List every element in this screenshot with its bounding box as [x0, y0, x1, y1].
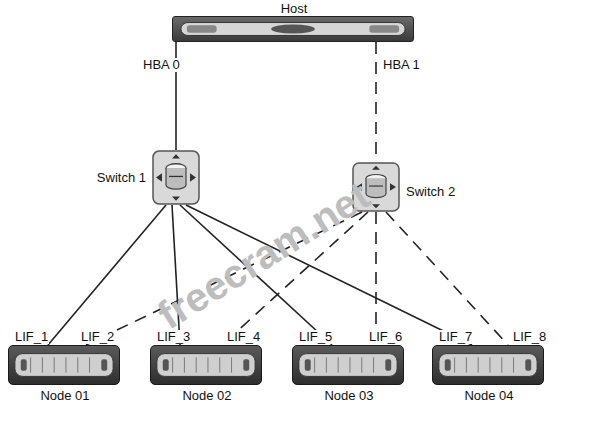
server-icon	[293, 346, 403, 384]
server-icon	[9, 346, 119, 384]
node-label: Node 02	[182, 388, 231, 403]
host-icon	[173, 17, 413, 41]
solid-link	[48, 205, 166, 345]
node-label: Switch 1	[97, 170, 146, 185]
node-label: Node 03	[324, 388, 373, 403]
storage-node: Node 02	[150, 345, 262, 385]
lif-label: LIF_8	[512, 330, 547, 344]
lif-label: LIF_2	[80, 330, 115, 344]
node-label: Node 04	[464, 388, 513, 403]
dashed-link	[375, 212, 377, 345]
host-server: Host	[172, 16, 414, 42]
dashed-link	[386, 212, 508, 345]
dashed-link	[375, 42, 377, 162]
lif-label: LIF_3	[156, 330, 191, 344]
storage-node: Node 01	[8, 345, 120, 385]
hba-label: HBA 1	[382, 58, 421, 72]
server-icon	[433, 346, 543, 384]
hba-label: HBA 0	[142, 58, 181, 72]
node-label: Node 01	[40, 388, 89, 403]
node-label: Switch 2	[406, 184, 455, 199]
lif-label: LIF_4	[226, 330, 261, 344]
switch-icon	[152, 150, 200, 205]
storage-node: Node 04	[432, 345, 544, 385]
node-label: Host	[281, 1, 308, 16]
server-icon	[151, 346, 261, 384]
lif-label: LIF_1	[14, 330, 49, 344]
storage-node: Node 03	[292, 345, 404, 385]
fc-switch: Switch 1	[152, 150, 200, 205]
lif-label: LIF_7	[438, 330, 473, 344]
lif-label: LIF_6	[368, 330, 403, 344]
lif-label: LIF_5	[298, 330, 333, 344]
